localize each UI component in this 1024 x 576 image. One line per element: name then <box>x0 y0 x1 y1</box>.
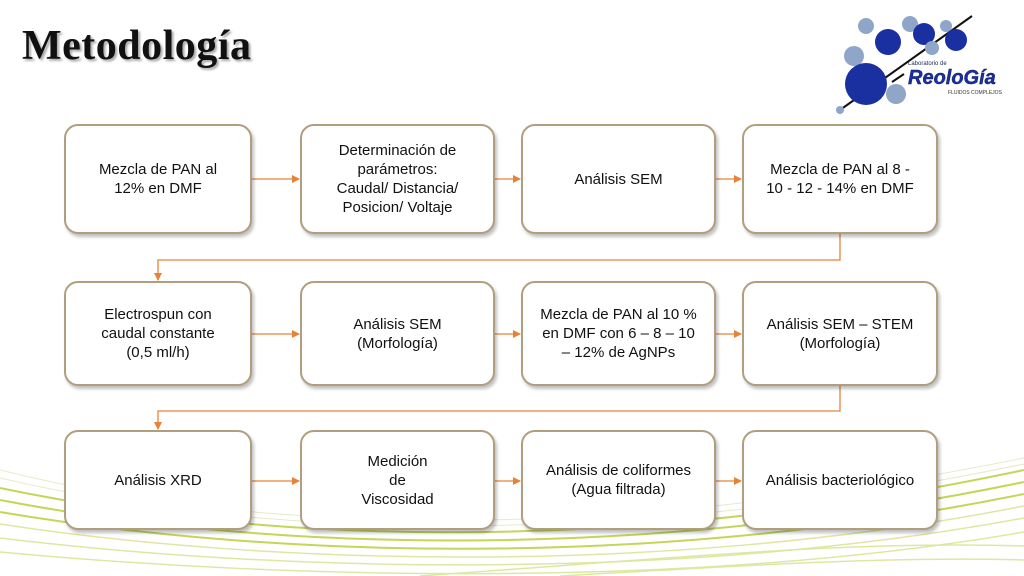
arrow-8-9 <box>154 386 841 430</box>
step-analisis-sem: Análisis SEM <box>521 124 716 234</box>
step-mezcla-pan-agnps: Mezcla de PAN al 10 %en DMF con 6 – 8 – … <box>521 281 716 386</box>
page-title: Metodología <box>22 23 252 69</box>
step-analisis-xrd: Análisis XRD <box>64 430 252 530</box>
step-analisis-bacteriologico: Análisis bacteriológico <box>742 430 938 530</box>
step-analisis-sem-stem: Análisis SEM – STEM(Morfología) <box>742 281 938 386</box>
step-mezcla-pan-8-14: Mezcla de PAN al 8 -10 - 12 - 14% en DMF <box>742 124 938 234</box>
step-analisis-coliformes: Análisis de coliformes(Agua filtrada) <box>521 430 716 530</box>
logo-brand-text: ReoloGía <box>908 67 996 89</box>
step-analisis-sem-morfologia: Análisis SEM(Morfología) <box>300 281 495 386</box>
laboratorio-reologia-logo: Laboratorio de ReoloGía FLUIDOS COMPLEJO… <box>836 15 1003 114</box>
logo-sub-text: FLUIDOS COMPLEJOS <box>948 90 1003 96</box>
arrow-4-5 <box>154 234 841 281</box>
logo-top-text: Laboratorio de <box>908 61 947 67</box>
